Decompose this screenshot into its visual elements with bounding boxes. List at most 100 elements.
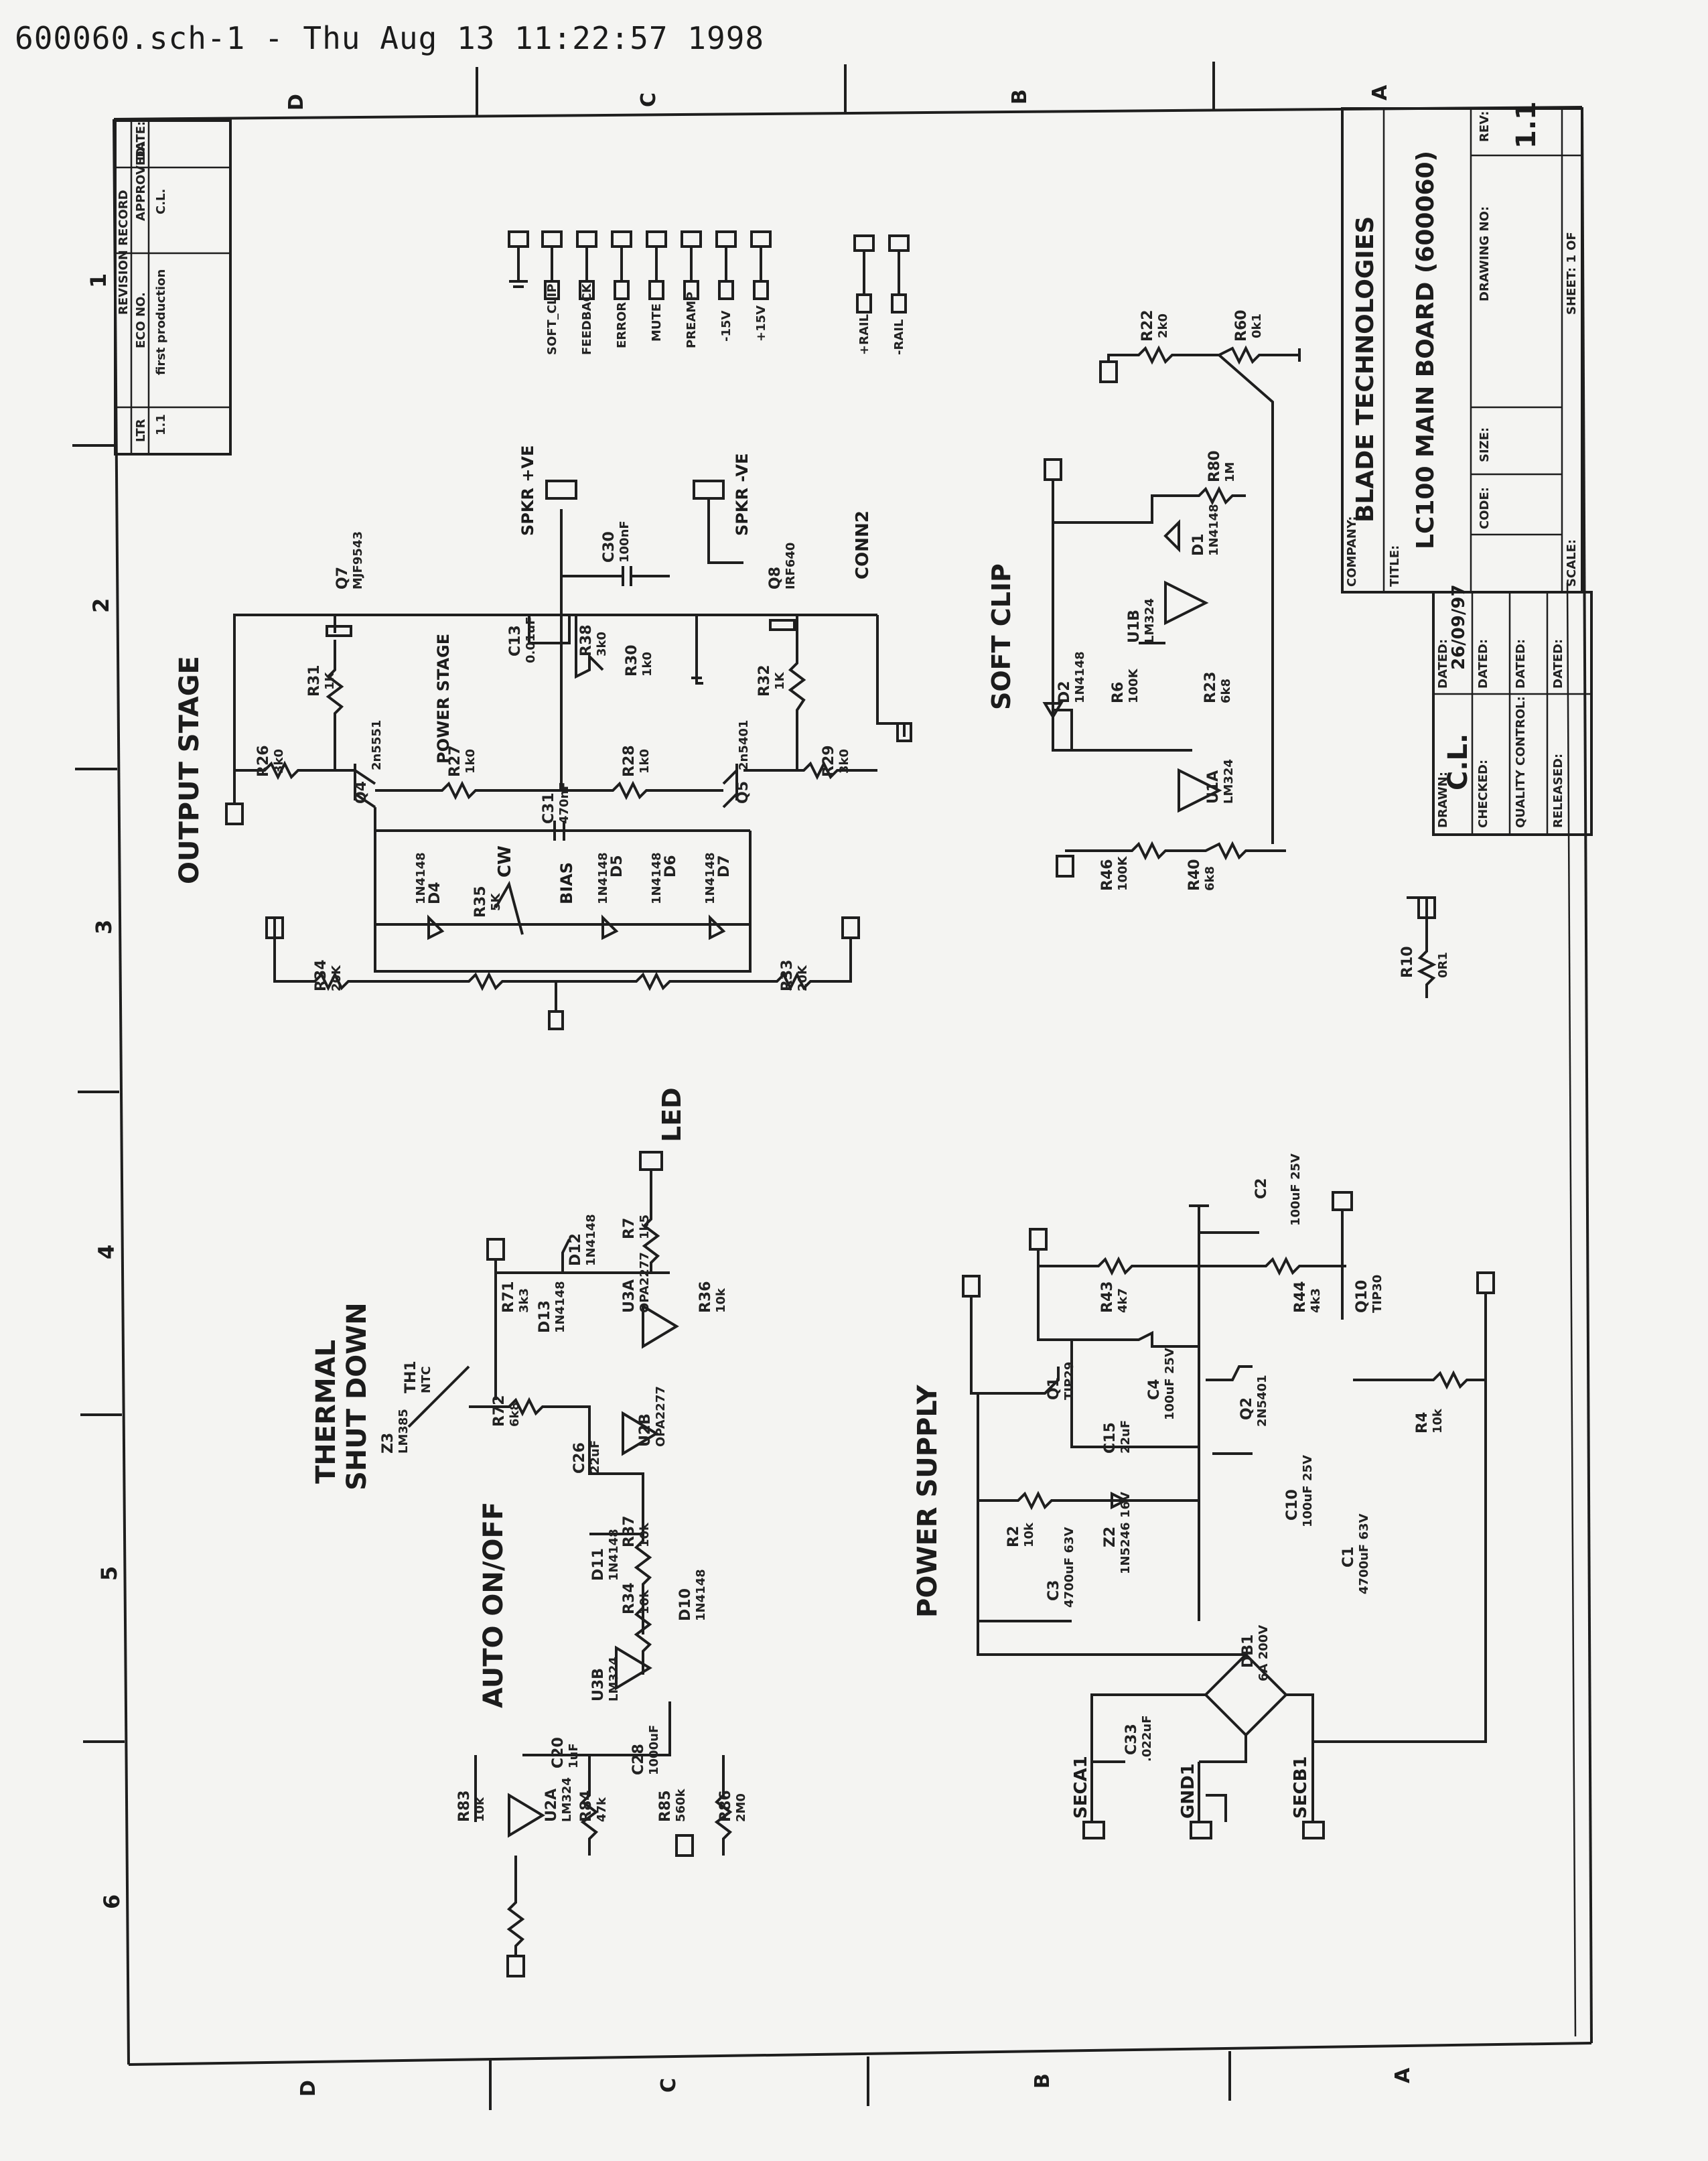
revision-col-eco: ECO NO.	[134, 292, 148, 348]
part-ref: U3A	[621, 1279, 638, 1313]
part-value: 1N4148	[650, 852, 664, 904]
part-value: 4k3	[1309, 1288, 1323, 1313]
zone-top-a: A	[1368, 84, 1392, 100]
dated-label: DATED:	[1436, 639, 1450, 689]
dated-value: 26/09/97	[1449, 584, 1469, 670]
zone-left-2: 2	[88, 598, 114, 613]
part-ref: R30	[624, 644, 640, 677]
part-value: 3k0	[272, 749, 286, 774]
part-ref: Z3	[380, 1433, 397, 1454]
revision-record: REVISION RECORD LTR ECO NO. APPROVED: DA…	[114, 119, 232, 456]
part-value: 3k0	[837, 749, 851, 774]
part-value: 6k8	[1219, 679, 1233, 703]
part-value: 10k	[638, 1589, 652, 1614]
part-value: 0k1	[1250, 313, 1264, 338]
part-ref: C20	[550, 1737, 567, 1768]
part-value: 1M	[1223, 462, 1237, 482]
part-value: 2M0	[734, 1793, 748, 1822]
part-ref: D6	[662, 855, 679, 878]
sheet-label: SHEET: 1 OF	[1565, 232, 1579, 315]
output-stage-parts: Q7 MJF9543 Q8 IRF640 Q4 2n5551 Q5 2n5401…	[255, 520, 851, 991]
part-value: 560k	[674, 1788, 688, 1822]
part-value: 1N5246 16V	[1119, 1492, 1133, 1574]
part-ref: R26	[255, 745, 272, 777]
part-value: 2n5551	[370, 720, 384, 770]
rev-value: 1.1	[1511, 101, 1542, 149]
part-ref: D4	[427, 882, 443, 904]
board-title: LC100 MAIN BOARD (600060)	[1412, 151, 1439, 549]
part-value: 2k0	[1156, 313, 1170, 338]
part-ref: R33	[779, 959, 796, 991]
part-ref: U2B	[637, 1413, 654, 1447]
part-ref: R34	[313, 959, 330, 991]
part-ref: R4	[1414, 1412, 1431, 1434]
revision-col-date: DATE:	[134, 121, 148, 161]
part-value: 4700uF 63V	[1062, 1527, 1076, 1608]
part-ref: U3B	[590, 1668, 607, 1701]
part-ref: U1A	[1205, 770, 1222, 804]
conn-soft-clip: SOFT_CLIP	[545, 284, 559, 355]
part-ref: R84	[578, 1790, 595, 1822]
part-value: TIP29	[1062, 1362, 1076, 1400]
part-ref: Q5	[735, 781, 752, 804]
part-ref: C13	[507, 625, 524, 656]
part-value: IRF640	[784, 543, 798, 589]
part-ref: R36	[697, 1281, 714, 1313]
zone-left-1: 1	[86, 273, 111, 288]
zone-top-d: D	[285, 94, 308, 111]
revision-col-ltr: LTR	[134, 419, 148, 442]
part-ref: TH1	[403, 1361, 419, 1393]
part-ref: Q2	[1238, 1397, 1255, 1420]
part-value: 10k	[1022, 1522, 1036, 1547]
part-ref: Q7	[334, 567, 351, 589]
dated-label-2: DATED:	[1476, 639, 1490, 689]
part-value: 3k0	[595, 632, 609, 656]
label-power-stage: POWER STAGE	[434, 634, 453, 764]
part-value: LM324	[1222, 759, 1236, 804]
part-ref: D12	[567, 1233, 584, 1266]
drawn-label: DRAWN:	[1436, 772, 1450, 828]
power-supply-parts: C2 100uF 25V R43 4k7 R44 4k3 Q10 TIP30 Q…	[1005, 1154, 1445, 1762]
part-value: 1k0	[464, 749, 478, 774]
revision-col-approved: APPROVED:	[134, 143, 148, 221]
zone-bottom-d: D	[297, 2080, 320, 2097]
part-ref: C26	[571, 1442, 588, 1474]
part-ref: Q4	[353, 781, 370, 804]
part-value: MJF9543	[351, 531, 365, 589]
conn-neg-rail: -RAIL	[892, 320, 906, 355]
part-ref: R44	[1292, 1281, 1309, 1313]
part-ref: R6	[1110, 682, 1127, 703]
part-value: 20K	[330, 965, 344, 991]
title-block: BLADE TECHNOLOGIES LC100 MAIN BOARD (600…	[1341, 101, 1583, 594]
part-value: 10k	[638, 1522, 652, 1547]
part-value: LM385	[397, 1409, 411, 1454]
part-ref: R27	[447, 745, 464, 777]
conn-neg15: -15V	[719, 310, 733, 342]
released-label: RELEASED:	[1551, 754, 1565, 828]
label-led: LED	[657, 1087, 687, 1142]
code-label: CODE:	[1478, 487, 1492, 529]
zone-top-b: B	[1008, 89, 1031, 104]
part-value: 10k	[1431, 1408, 1445, 1434]
part-ref: C4	[1146, 1379, 1163, 1400]
output-stage-circuit	[225, 480, 912, 1030]
part-value: 4k7	[1116, 1288, 1130, 1313]
part-value: 100uF 25V	[1289, 1154, 1303, 1226]
part-ref: R31	[306, 665, 323, 697]
part-ref: R34	[621, 1582, 638, 1614]
pad-seca1: SECA1	[1071, 1756, 1091, 1819]
part-ref: R23	[1202, 671, 1219, 703]
part-value: 6k8	[1203, 866, 1217, 891]
part-value: 470nF	[557, 782, 571, 824]
connector-strip: SOFT_CLIP FEEDBACK ERROR MUTE PREAMP -15…	[508, 230, 910, 355]
part-value: 4700uF 63V	[1357, 1513, 1371, 1594]
part-ref: D13	[537, 1300, 553, 1333]
title-label: TITLE:	[1388, 545, 1402, 587]
conn-pos15: +15V	[754, 305, 768, 342]
revision-row-approved: C.L.	[154, 189, 168, 214]
label-auto-on-off: AUTO ON/OFF	[478, 1502, 509, 1708]
part-value: 1N4148	[607, 1529, 621, 1581]
part-ref: C1	[1340, 1547, 1357, 1567]
part-value: 5K	[489, 892, 503, 911]
